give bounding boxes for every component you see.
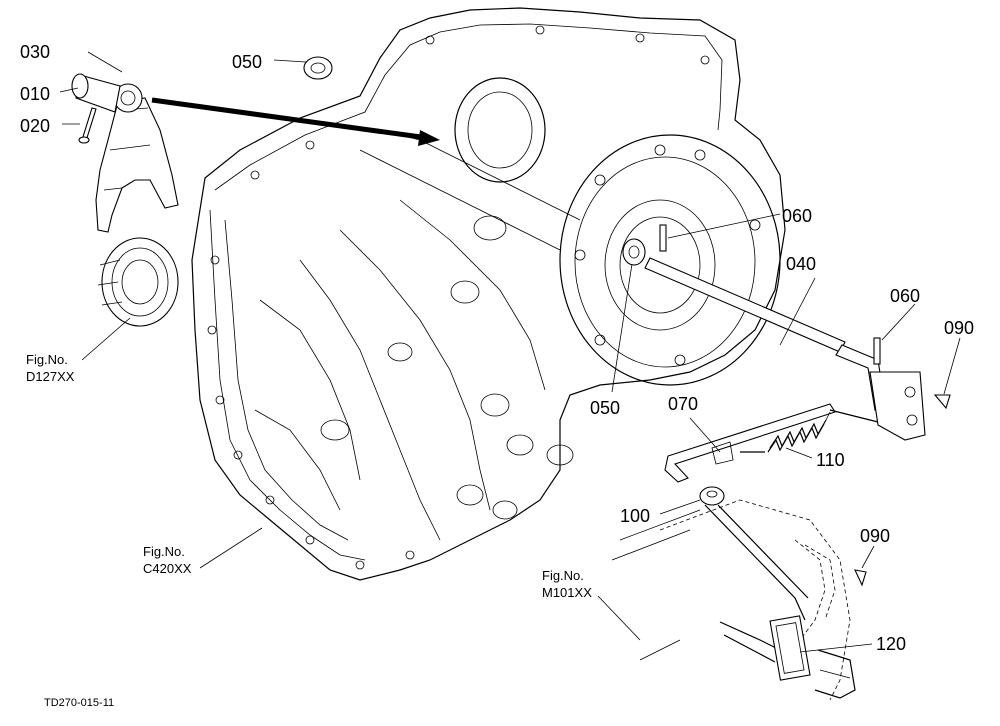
cotter-pin-090-upper [933,394,951,410]
assembly-arrow [151,97,440,146]
callout-060-lower: 060 [890,286,920,306]
callout-090-upper: 090 [944,318,974,338]
callout-050-upper: 050 [232,52,262,72]
callout-070: 070 [668,394,698,414]
callout-060-upper: 060 [782,206,812,226]
callout-090-lower: 090 [860,526,890,546]
lever-shaft-040 [644,257,926,441]
pin-060-upper [659,224,667,252]
svg-text:M101XX: M101XX [542,585,592,600]
svg-text:Fig.No.: Fig.No. [143,544,185,559]
bearing-assembly [97,237,179,327]
callout-050-lower: 050 [590,398,620,418]
callout-040: 040 [786,254,816,274]
callout-010: 010 [20,84,50,104]
transmission-case [191,7,786,581]
rod-070 [664,403,836,483]
drawing-code: TD270-015-11 [44,697,114,709]
callout-030: 030 [20,42,50,62]
collar-100 [699,486,725,506]
callout-020: 020 [20,116,50,136]
callout-100: 100 [620,506,650,526]
fig-ref-c420: Fig.No. C420XX [143,544,192,576]
oil-seal-050-lower [622,238,646,266]
return-spring-110 [767,411,831,453]
cotter-pin-090-lower [854,569,867,587]
pin-060-lower [873,337,881,365]
oil-seal-050-upper [303,56,333,80]
clutch-pedal-area [611,499,856,701]
callout-110: 110 [816,450,845,470]
fig-ref-m101: Fig.No. M101XX [542,568,592,600]
shift-fork [95,83,179,233]
svg-text:C420XX: C420XX [143,561,192,576]
callout-120: 120 [876,634,906,654]
spring-hook-arrow-right [829,409,879,423]
leader-lines [59,51,961,653]
fig-ref-d127: Fig.No. D127XX [26,352,75,384]
callout-labels: 030 010 020 050 060 040 060 090 050 070 … [20,42,974,654]
svg-text:Fig.No.: Fig.No. [542,568,584,583]
svg-text:D127XX: D127XX [26,369,75,384]
spring-pin-020 [78,107,97,144]
fork-rod-collar [71,73,121,113]
svg-text:Fig.No.: Fig.No. [26,352,68,367]
